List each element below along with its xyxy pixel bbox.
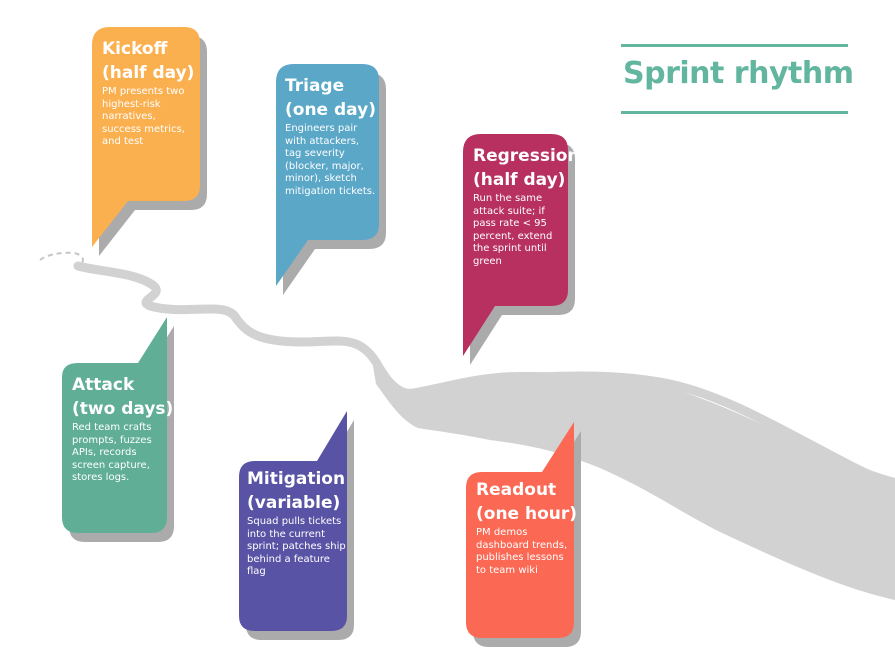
callout-readout: Readout (one hour) PM demos dashboard tr… (466, 422, 581, 647)
callout-mitigation: Mitigation (variable) Squad pulls ticket… (239, 411, 354, 640)
regression-heading-line2: (half day) (473, 170, 566, 190)
attack-heading-line2: (two days) (72, 399, 174, 419)
title-rule-bottom (621, 111, 848, 114)
regression-bubble (463, 134, 575, 365)
attack-heading-line1: Attack (72, 375, 135, 395)
attack-bubble (62, 317, 174, 542)
callout-kickoff: Kickoff (half day) PM presents two highe… (92, 27, 207, 256)
regression-body: Run the same attack suite; if pass rate … (473, 193, 553, 267)
triage-heading-line1: Triage (285, 76, 345, 96)
river-dashed-start (39, 251, 84, 267)
readout-heading-line1: Readout (476, 480, 557, 500)
readout-bubble (466, 422, 581, 647)
kickoff-heading-line2: (half day) (102, 63, 195, 83)
kickoff-bubble (92, 27, 207, 256)
regression-heading-line1: Regression (473, 146, 580, 166)
callout-triage: Triage (one day) Engineers pair with att… (276, 64, 386, 295)
mitigation-body: Squad pulls tickets into the current spr… (247, 516, 346, 578)
callout-attack: Attack (two days) Red team crafts prompt… (62, 317, 174, 542)
kickoff-body: PM presents two highest-risk narratives,… (102, 86, 185, 148)
mitigation-bubble (239, 411, 354, 640)
title-block: Sprint rhythm (621, 44, 854, 114)
title-rule-top (621, 44, 848, 47)
mitigation-heading-line2: (variable) (247, 493, 341, 513)
triage-bubble (276, 64, 386, 295)
river-mouth (372, 360, 895, 600)
river-band (73, 261, 895, 491)
attack-body: Red team crafts prompts, fuzzes APIs, re… (72, 422, 152, 484)
kickoff-heading-line1: Kickoff (102, 39, 168, 59)
triage-body: Engineers pair with attackers, tag sever… (285, 123, 376, 197)
mitigation-heading-line1: Mitigation (247, 469, 346, 489)
readout-heading-line2: (one hour) (476, 504, 578, 524)
readout-body: PM demos dashboard trends, publishes les… (476, 527, 568, 576)
page-title: Sprint rhythm (623, 56, 854, 91)
triage-heading-line2: (one day) (285, 100, 376, 120)
callout-regression: Regression (half day) Run the same attac… (463, 134, 580, 365)
